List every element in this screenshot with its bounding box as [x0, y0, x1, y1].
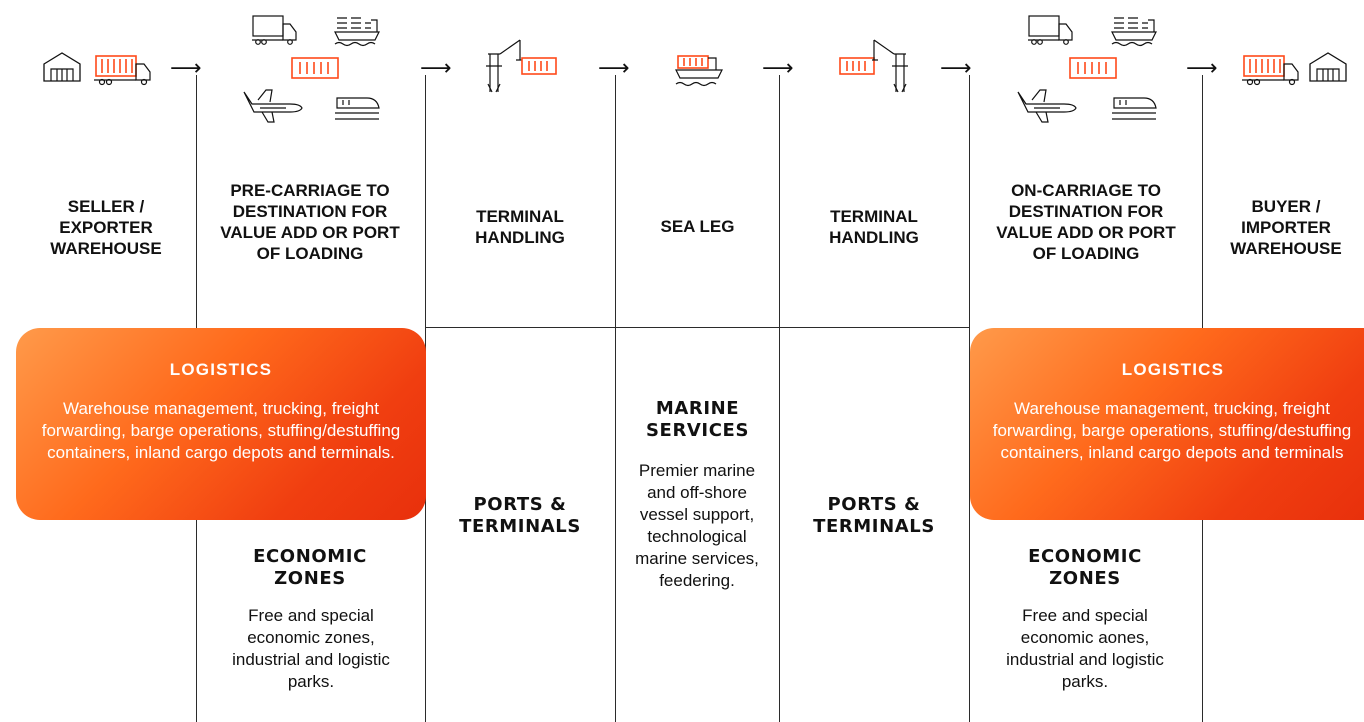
ship-icon [675, 55, 723, 87]
divider-5 [969, 75, 970, 722]
ports-terminals-title: PORTS & TERMINALS [813, 494, 935, 537]
ports-terminals-title: PORTS & TERMINALS [459, 494, 581, 537]
arrow-right-icon: ⟶ [940, 56, 972, 81]
economic-zones-title: ECONOMIC ZONES [253, 546, 367, 589]
divider-3 [615, 75, 616, 722]
arrow-right-icon: ⟶ [598, 56, 630, 81]
train-icon [1112, 97, 1157, 120]
marine-services-description: Premier marine and off-shore vessel supp… [635, 461, 759, 590]
arrow-right-icon: ⟶ [1186, 56, 1218, 81]
logistics-panel-left [16, 328, 426, 520]
plane-icon [1017, 89, 1077, 123]
container-icon [1069, 57, 1117, 79]
stage-on-carriage: ON-CARRIAGE TO DESTINATION FOR VALUE ADD… [996, 181, 1176, 263]
section-divider [425, 327, 970, 328]
truck-icon [94, 55, 151, 86]
truck-icon [1242, 55, 1299, 86]
divider-6-lower [1202, 520, 1203, 722]
crane-icon [872, 39, 908, 93]
arrow-right-icon: ⟶ [762, 56, 794, 81]
stage-sea-leg: SEA LEG [660, 217, 735, 236]
logistics-title: LOGISTICS [1121, 360, 1225, 379]
stage-buyer-warehouse: BUYER / IMPORTER WAREHOUSE [1230, 197, 1342, 258]
logistics-description: Warehouse management, trucking, freight … [41, 399, 401, 462]
container-icon [521, 57, 557, 75]
arrow-right-icon: ⟶ [170, 56, 202, 81]
container-icon [291, 57, 339, 79]
warehouse-icon [43, 52, 81, 82]
arrow-right-icon: ⟶ [420, 56, 452, 81]
truck-icon [252, 15, 297, 45]
stage-terminal-handling-origin: TERMINAL HANDLING [475, 207, 565, 247]
ship-icon [334, 17, 380, 47]
truck-icon [1028, 15, 1073, 45]
crane-icon [486, 39, 522, 93]
logistics-description: Warehouse management, trucking, freight … [992, 399, 1352, 462]
stage-seller-warehouse: SELLER / EXPORTER WAREHOUSE [50, 197, 162, 258]
marine-services-title: MARINE SERVICES [645, 398, 750, 441]
plane-icon [243, 89, 303, 123]
economic-zones-description: Free and special economic zones, industr… [232, 606, 390, 691]
stage-terminal-handling-destination: TERMINAL HANDLING [829, 207, 919, 247]
divider-6 [1202, 75, 1203, 328]
economic-zones-title: ECONOMIC ZONES [1028, 546, 1142, 589]
logistics-panel-right [970, 328, 1364, 520]
ship-icon [1111, 17, 1157, 47]
container-icon [839, 57, 875, 75]
divider-1-lower [196, 520, 197, 722]
train-icon [335, 97, 380, 120]
logistics-title: LOGISTICS [169, 360, 273, 379]
divider-1 [196, 75, 197, 328]
divider-4 [779, 75, 780, 722]
warehouse-icon [1309, 52, 1347, 82]
economic-zones-description: Free and special economic aones, industr… [1006, 606, 1164, 691]
stage-pre-carriage: PRE-CARRIAGE TO DESTINATION FOR VALUE AD… [220, 181, 400, 263]
